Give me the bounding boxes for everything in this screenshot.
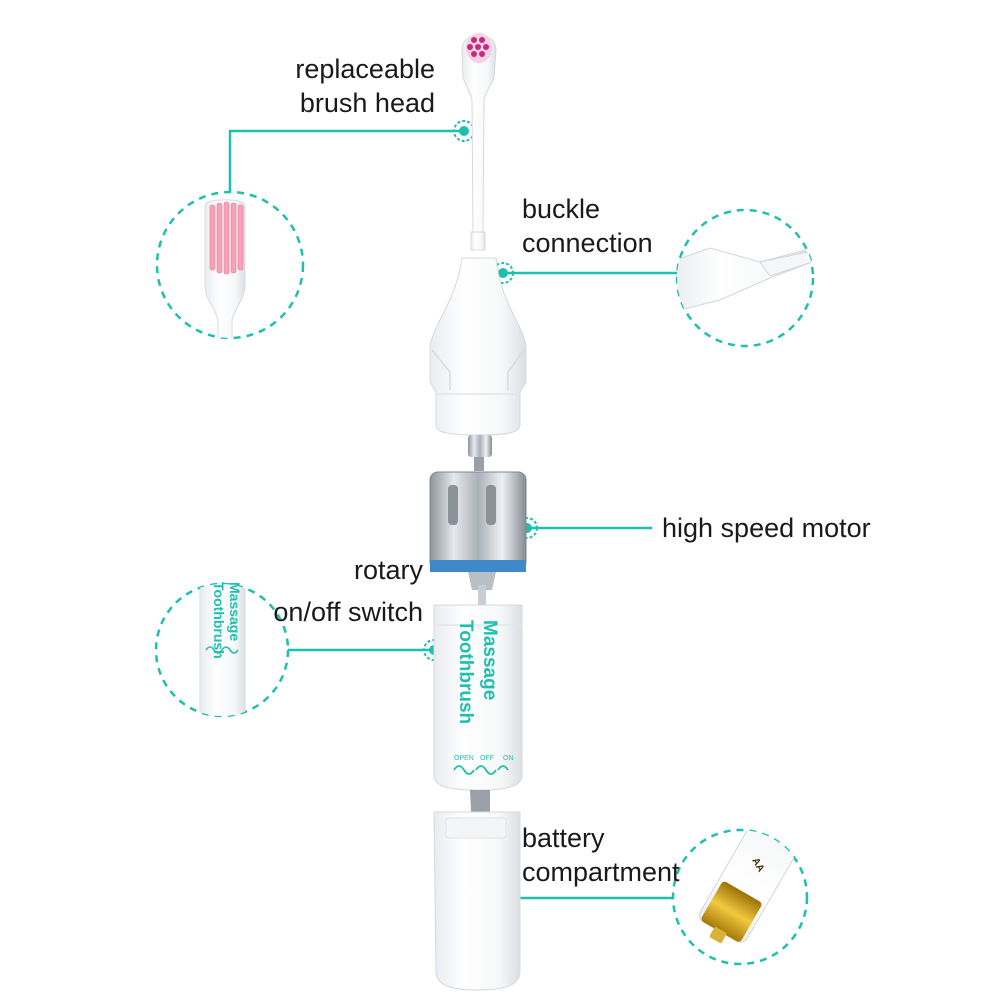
label-buckle-line1: buckle [522, 194, 601, 224]
switch-on-mark: ON [503, 755, 514, 762]
label-motor: high speed motor [662, 511, 871, 545]
label-brush-head-line1: replaceable [295, 54, 435, 84]
buckle-detail-circle [675, 208, 815, 348]
label-buckle: buckle connection [522, 192, 653, 260]
label-brush-head: replaceable brush head [295, 52, 435, 120]
label-switch-line1: rotary [353, 555, 423, 585]
label-battery-line1: battery [522, 823, 605, 853]
brush-head-leader [228, 129, 464, 192]
switch-open-mark: OPEN [454, 755, 474, 762]
brush-head-part [461, 33, 497, 251]
label-motor-line1: high speed motor [662, 513, 871, 543]
battery-compartment-part [433, 790, 521, 991]
brush-detail-circle [155, 190, 305, 340]
product-print: Massage Toothbrush OPEN OFF ON Massage T… [211, 582, 766, 874]
label-switch: rotary on/off switch [273, 549, 423, 633]
product-name-line2: Toothbrush [455, 620, 476, 724]
buckle-part [429, 257, 527, 436]
detail-product-name-line1: Massage [227, 582, 243, 641]
product-name-line1: Massage [479, 620, 500, 700]
label-battery-line2: compartment [522, 857, 680, 887]
callout-lines [228, 129, 677, 900]
label-switch-line2: on/off switch [273, 597, 423, 627]
label-battery: battery compartment [522, 821, 680, 889]
switch-detail-circle [154, 582, 290, 718]
battery-detail-circle [671, 828, 809, 966]
handle-switch-part [433, 585, 523, 791]
label-brush-head-line2: brush head [299, 88, 435, 118]
label-buckle-line2: connection [522, 228, 653, 258]
switch-off-mark: OFF [480, 755, 494, 762]
detail-product-name-line2: Toothbrush [211, 582, 227, 659]
motor-part [429, 435, 527, 590]
switch-indicator-waves [453, 765, 509, 775]
